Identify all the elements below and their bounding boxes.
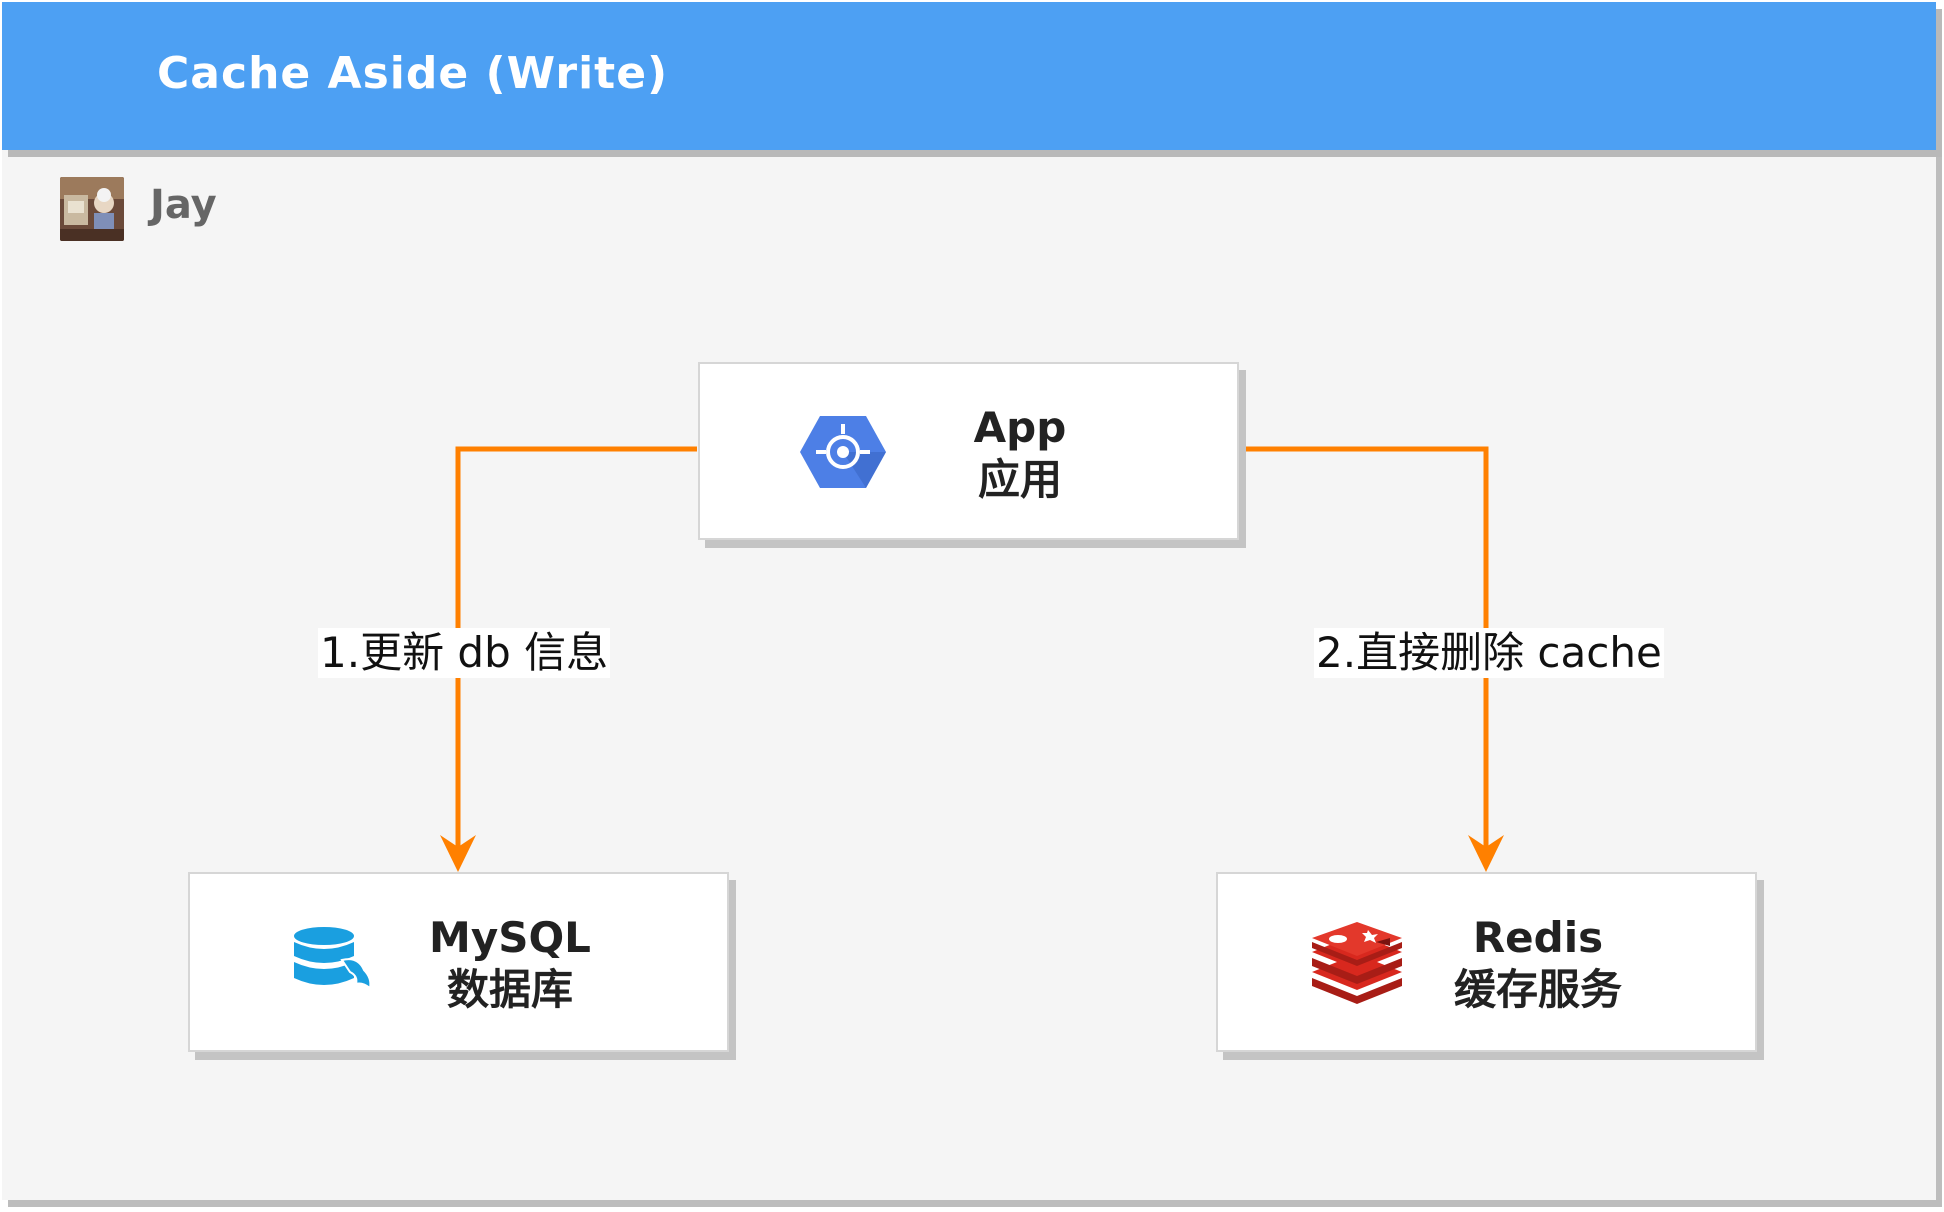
redis-node[interactable]: Redis 缓存服务	[1216, 872, 1757, 1052]
author-name: Jay	[150, 182, 217, 228]
app-engine-icon	[798, 414, 888, 494]
diagram-title: Cache Aside (Write)	[157, 48, 669, 99]
app-name: App	[973, 403, 1067, 452]
edge-app-to-mysql	[455, 446, 697, 865]
app-node-label: App 应用	[950, 402, 1090, 506]
author-avatar	[60, 177, 124, 241]
redis-subtitle: 缓存服务	[1453, 965, 1622, 1014]
mysql-name: MySQL	[429, 913, 591, 962]
edge-label-delete-cache: 2.直接删除 cache	[1314, 628, 1664, 678]
redis-name: Redis	[1472, 913, 1604, 962]
mysql-node[interactable]: MySQL 数据库	[188, 872, 729, 1052]
edge-app-to-redis	[1240, 446, 1489, 865]
redis-icon	[1310, 922, 1404, 1008]
database-icon	[292, 926, 374, 1002]
title-banner: Cache Aside (Write)	[2, 2, 1936, 150]
mysql-node-label: MySQL 数据库	[410, 912, 610, 1016]
app-subtitle: 应用	[977, 455, 1062, 504]
edge-label-update-db: 1.更新 db 信息	[318, 628, 611, 678]
arrowhead-mysql	[440, 835, 476, 872]
arrowhead-redis	[1468, 835, 1504, 872]
app-node[interactable]: App 应用	[698, 362, 1239, 540]
mysql-subtitle: 数据库	[446, 965, 573, 1014]
redis-node-label: Redis 缓存服务	[1438, 912, 1638, 1016]
